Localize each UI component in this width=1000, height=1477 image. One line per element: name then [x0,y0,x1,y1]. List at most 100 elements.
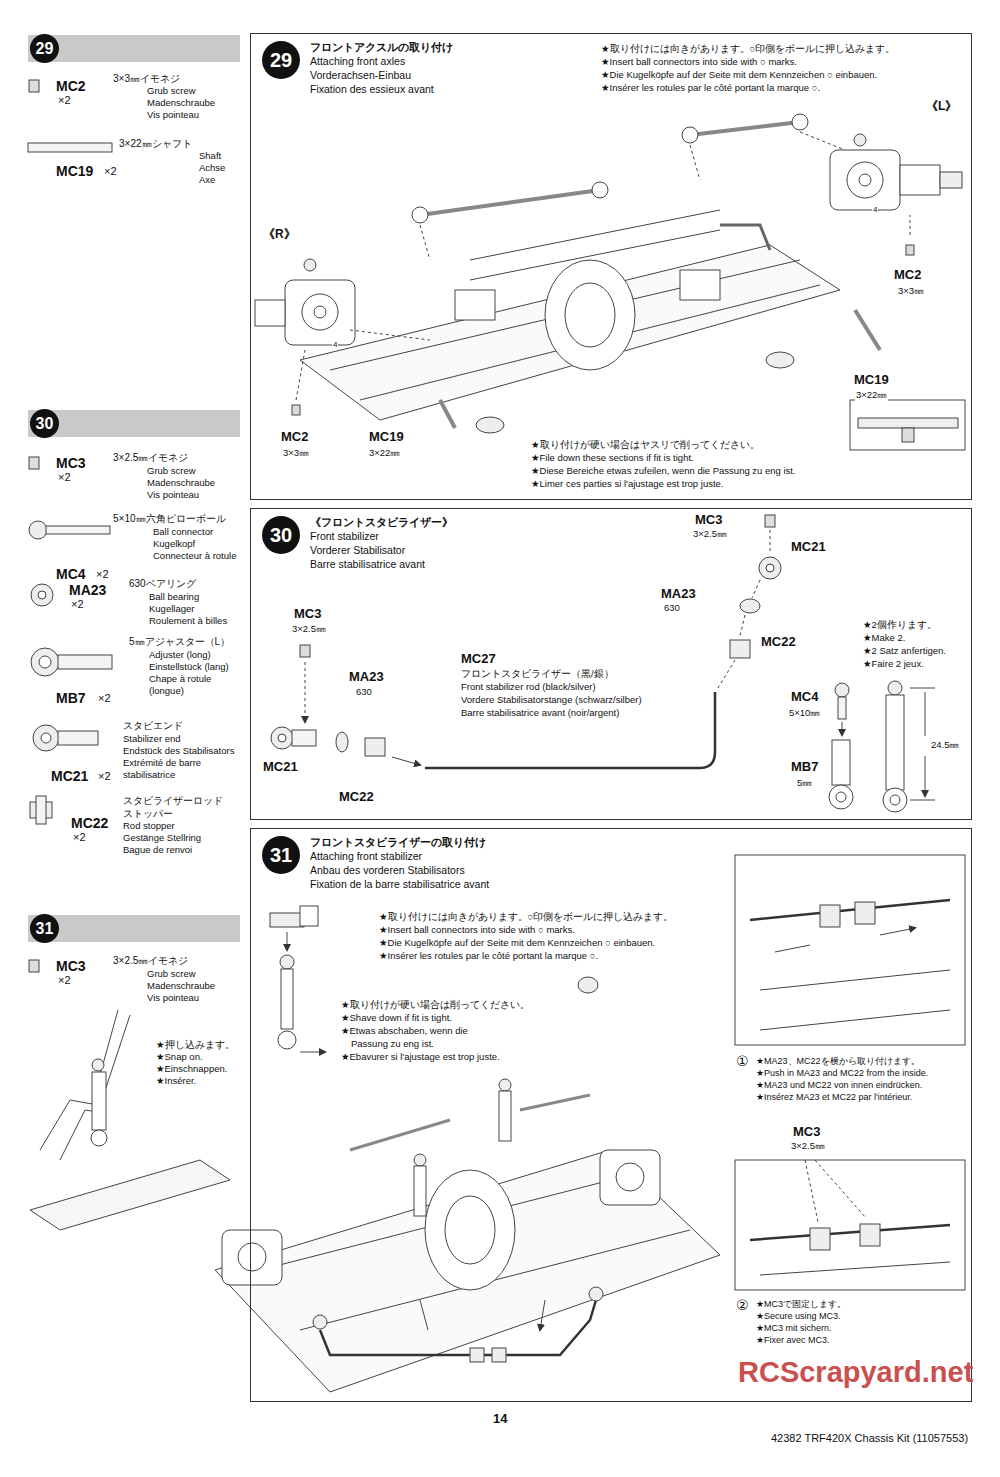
note-text: ★Die Kugelköpfe auf der Seite mit dem Ke… [600,70,878,81]
note-text: ×2 [57,974,72,987]
note-text: ① [735,1053,750,1069]
note-text: ★MC3 mit sichern. [755,1323,833,1333]
note-text: ×2 [97,770,112,783]
note-text: ★Diese Bereiche etwas zufeilen, wenn die… [530,466,797,477]
step-band: 31 [28,915,240,942]
step-title: Attaching front axles [310,55,405,67]
step-title: Attaching front stabilizer [310,850,422,862]
part-code: MC2 [55,78,87,94]
part-code: MC3 [55,455,87,471]
part-code: MC3 [55,958,87,974]
part-code: MC22 [760,635,797,650]
step-title: フロントスタビライザーの取り付け [310,836,486,849]
note-text: ×2 [95,568,110,581]
note-text: Grub screw [146,86,197,97]
note-text: stabilisatrice [122,770,176,781]
note-text: 5㎜ [796,778,813,789]
note-text: Stabilizer end [122,734,182,745]
note-text: Vordere Stabilisatorstange (schwarz/silb… [460,695,643,706]
part-code: MA23 [68,582,107,598]
note-text: 3×2.5㎜イモネジ [112,452,189,464]
step-number: 30 [262,516,300,554]
note-text: 630 [663,603,681,614]
part-code: MC22 [70,815,109,831]
note-text: 24.5㎜ [930,740,961,751]
note-text: 630ベアリング [128,578,197,590]
part-code: MC22 [338,790,375,805]
note-text: ★取り付けが硬い場合は削ってください。 [340,1000,531,1011]
note-text: ★Insert ball connectors into side with ○… [378,925,576,936]
note-text: 5×10㎜六角ピローボール [112,513,227,525]
note-text: (longue) [148,686,185,697]
part-code: MC27 [460,652,497,667]
step-title: Vorderer Stabilisator [310,544,405,556]
note-text: ★Insérez MA23 et MC22 par l'intérieur. [755,1092,913,1102]
note-text: Barre stabilisatrice avant (noir/argent) [460,708,620,719]
note-text: Rod stopper [122,821,176,832]
note-text: 3×2.5㎜ [692,529,728,540]
note-text: Achse [198,163,226,174]
note-text: 3×2.5㎜ [291,624,327,635]
note-text: ★取り付けには向きがあります。○印側をボールに押し込みます。 [600,44,896,55]
note-text: スタビエンド [122,720,184,732]
note-text: ★取り付けには向きがあります。○印側をボールに押し込みます。 [378,912,674,923]
note-text: ★Etwas abschaben, wenn die [340,1026,469,1037]
step-title: Fixation de la barre stabilisatrice avan… [310,878,489,890]
note-text: ストッパー [122,808,174,820]
note-text: ×2 [57,471,72,484]
note-text: ★Die Kugelköpfe auf der Seite mit dem Ke… [378,938,656,949]
orientation-mark: 4 [872,205,878,214]
part-code: MB7 [55,690,87,706]
note-text: ★MA23、MC22を横から取り付けます。 [755,1056,921,1066]
note-text: Extrémité de barre [122,758,202,769]
note-text: Madenschraube [146,981,216,992]
note-text: 630 [355,687,373,698]
note-text: ★Fixer avec MC3. [755,1335,831,1345]
part-code: MC3 [293,607,322,622]
step-title: Barre stabilisatrice avant [310,558,425,570]
note-text: 3×22㎜ [368,448,401,459]
part-code: MB7 [790,760,819,775]
note-text: ★Make 2. [862,633,906,644]
step-band: 30 [28,410,240,437]
note-text: 5×10㎜ [788,708,821,719]
part-code: MC19 [55,163,94,179]
part-code: 《R》 [262,228,297,242]
step-number: 29 [30,34,59,63]
note-text: ★Shave down if fit is tight. [340,1013,453,1024]
step-title: Anbau des vorderen Stabilisators [310,864,465,876]
note-text: ×2 [70,598,85,611]
part-code: MC21 [50,768,89,784]
step-band: 29 [28,35,240,62]
note-text: Connecteur à rotule [152,551,237,562]
part-code: MC2 [280,430,309,445]
note-text: ×2 [97,692,112,705]
orientation-mark: 4 [332,340,338,349]
note-text: Axe [198,175,216,186]
note-text: ★Secure using MC3. [755,1311,842,1321]
note-text: ★Ebavurer si l'ajustage est trop juste. [340,1052,501,1063]
part-code: MA23 [348,670,385,685]
note-text: ★Einschnappen. [155,1064,228,1075]
part-code: MC21 [790,540,827,555]
note-text: スタビライザーロッド [122,795,224,807]
note-text: ★Insérer les rotules par le côté portant… [378,951,599,962]
part-code: 14 [492,1412,508,1427]
step-number: 31 [262,836,300,874]
part-code: MC2 [893,268,922,283]
note-text: Ball connector [152,527,214,538]
step-title: フロントアクスルの取り付け [310,41,453,54]
note-text: ★取り付けが硬い場合はヤスリで削ってください。 [530,440,761,451]
part-code: MC3 [792,1125,821,1140]
note-text: ★Snap on. [155,1052,204,1063]
note-text: ★Insérer. [155,1076,197,1087]
note-text: Gestänge Stellring [122,833,202,844]
note-text: Vis pointeau [146,110,200,121]
step-title: 《フロントスタビライザー》 [310,516,453,529]
note-text: ★File down these sections if fit is tigh… [530,453,695,464]
part-code: MC19 [853,373,890,388]
note-text: 3×3㎜イモネジ [112,73,181,85]
step-number: 29 [262,41,300,79]
note-text: 3×2.5㎜ [790,1141,826,1152]
note-text: ×2 [103,165,118,178]
